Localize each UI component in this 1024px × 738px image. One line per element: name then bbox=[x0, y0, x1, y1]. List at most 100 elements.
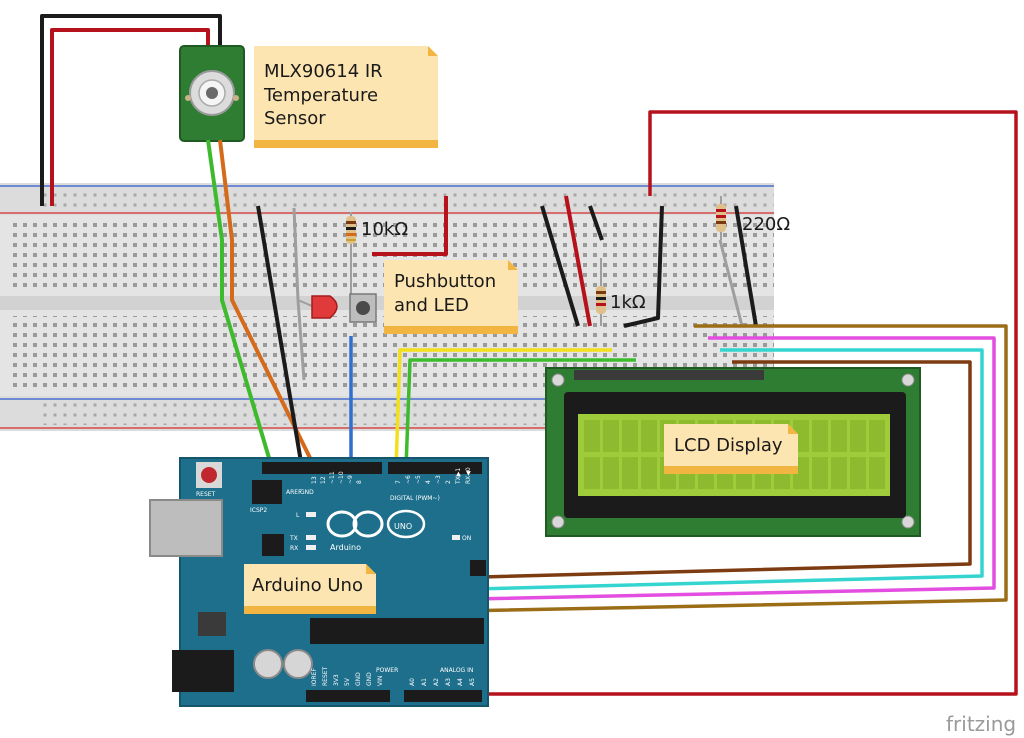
sensor-label-line2: Temperature bbox=[263, 85, 378, 106]
lcd-character-cell bbox=[850, 457, 866, 489]
power-jack bbox=[172, 650, 234, 692]
digital-pin-label: 4 bbox=[425, 480, 432, 484]
analog-header bbox=[404, 690, 482, 702]
resistor-band bbox=[346, 233, 356, 236]
analog-pin-label: A5 bbox=[469, 678, 476, 686]
red-led bbox=[297, 295, 338, 319]
note-shadow bbox=[664, 466, 798, 474]
power-pin-label: 5V bbox=[344, 677, 351, 686]
led-on bbox=[452, 535, 460, 540]
sensor-signal-wires bbox=[206, 139, 318, 471]
digital-pin-label: 7 bbox=[395, 480, 402, 484]
reset-label: RESET bbox=[196, 491, 216, 498]
digital-pin-label: ~6 bbox=[405, 475, 412, 484]
wire-red-lcd-vcc bbox=[564, 195, 592, 327]
note-fold bbox=[366, 564, 376, 574]
digital-pin-label: 12 bbox=[320, 476, 327, 484]
lcd-mount-hole bbox=[551, 373, 565, 387]
arduino-label: Arduino Uno bbox=[252, 575, 363, 596]
wire-yellow-pin7 bbox=[394, 348, 612, 469]
wire-black-contrast bbox=[623, 205, 664, 328]
digital-pin-label: TX▶1 bbox=[455, 468, 462, 485]
digital-pin-label: 2 bbox=[445, 480, 452, 484]
digital-pin-label: ~3 bbox=[435, 475, 442, 484]
resistor-band bbox=[596, 297, 606, 300]
note-arduino: Arduino Uno bbox=[244, 564, 376, 614]
wire-red-lcd-5v bbox=[360, 110, 1018, 696]
digital-pin-label: ~11 bbox=[329, 471, 336, 484]
wire-orange-scl bbox=[218, 139, 318, 471]
power-pin-label: 3V3 bbox=[333, 674, 340, 686]
lcd-character-cell bbox=[831, 457, 847, 489]
reset-button-cap[interactable] bbox=[201, 467, 217, 483]
capacitor bbox=[283, 649, 313, 679]
note-fold bbox=[508, 260, 518, 270]
lcd-pin-header bbox=[574, 370, 764, 380]
led-l bbox=[306, 512, 316, 517]
power-label: POWER bbox=[376, 667, 398, 674]
power-pin-label: IOREF bbox=[311, 668, 318, 686]
icsp2-header bbox=[252, 480, 282, 504]
note-shadow bbox=[244, 606, 376, 614]
power-pin-label: VIN bbox=[377, 676, 384, 686]
wire-red-sensor-vcc bbox=[50, 28, 210, 206]
power-pin-label: RESET bbox=[322, 666, 329, 686]
lcd-character-cell bbox=[831, 420, 847, 452]
wire-black-lcd-gnd bbox=[540, 205, 580, 327]
lcd-character-cell bbox=[812, 420, 828, 452]
note-lcd: LCD Display bbox=[664, 424, 798, 474]
wire-red-button-5v bbox=[372, 196, 448, 256]
icsp2-label: ICSP2 bbox=[250, 507, 267, 514]
note-shadow bbox=[384, 326, 518, 334]
note-background bbox=[244, 564, 376, 614]
fritzing-watermark: fritzing bbox=[946, 712, 1016, 736]
analog-label: ANALOG IN bbox=[440, 667, 473, 674]
usb-connector bbox=[149, 499, 223, 557]
resistor-band bbox=[346, 221, 356, 224]
resistor-220 bbox=[716, 196, 726, 240]
resistor-band bbox=[716, 215, 726, 218]
wire-black-backlight bbox=[734, 205, 758, 327]
lcd-character-cell bbox=[622, 420, 638, 452]
arduino-logo-text: Arduino bbox=[330, 543, 361, 552]
analog-pin-label: A0 bbox=[409, 678, 416, 686]
sensor-label-line1: MLX90614 IR bbox=[264, 61, 383, 82]
digital-pin-label: 8 bbox=[356, 480, 363, 484]
lcd-mount-hole bbox=[901, 515, 915, 529]
resistor-band bbox=[346, 227, 356, 230]
top-rail-holes bbox=[40, 190, 774, 210]
lcd-character-cell bbox=[641, 420, 657, 452]
sensor-power-wires bbox=[40, 14, 222, 206]
sensor-mount-hole bbox=[233, 95, 239, 101]
resistor-band bbox=[716, 221, 726, 224]
note-shadow bbox=[254, 140, 438, 148]
lcd-character-cell bbox=[603, 420, 619, 452]
digital-pin-label: RX◀0 bbox=[465, 467, 472, 484]
led-lead bbox=[297, 299, 313, 307]
wire-black-short bbox=[588, 205, 604, 241]
mlx90614-sensor bbox=[179, 45, 245, 142]
wire-black-gnd bbox=[256, 205, 304, 469]
lcd-character-cell bbox=[812, 457, 828, 489]
note-background bbox=[664, 424, 798, 474]
arduino-logo-icon bbox=[326, 509, 426, 539]
pushbutton-label-line1: Pushbutton bbox=[394, 271, 496, 292]
power-header bbox=[306, 690, 390, 702]
digital-header-high bbox=[262, 462, 382, 474]
usb-chip bbox=[262, 534, 284, 556]
lcd-character-cell bbox=[641, 457, 657, 489]
note-background bbox=[254, 46, 438, 148]
wire-green-sda bbox=[206, 139, 274, 469]
note-sensor: MLX90614 IR Temperature Sensor bbox=[254, 46, 438, 148]
aref-label: AREF bbox=[286, 489, 302, 496]
lcd-character-cell bbox=[584, 457, 600, 489]
led-l-label: L bbox=[296, 512, 300, 519]
digital-header-low bbox=[388, 462, 482, 474]
digital-pin-label: ~5 bbox=[415, 475, 422, 484]
resistor-band bbox=[596, 291, 606, 294]
sensor-mount-hole bbox=[185, 95, 191, 101]
